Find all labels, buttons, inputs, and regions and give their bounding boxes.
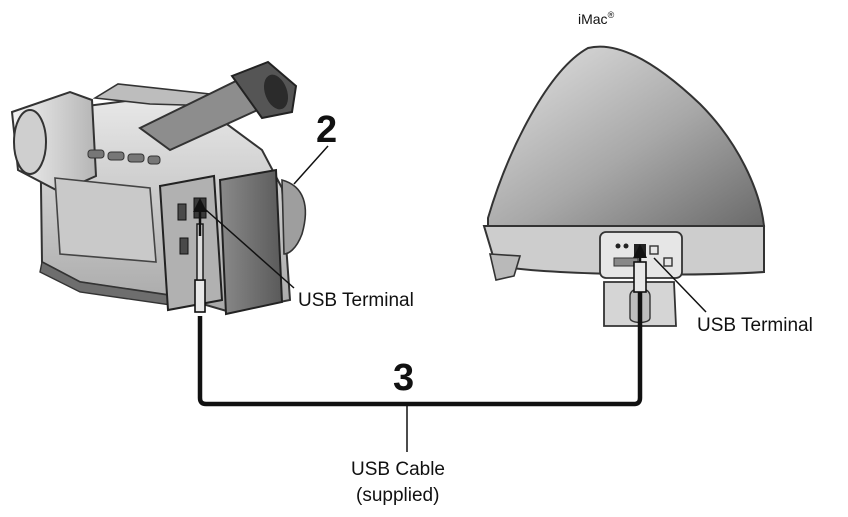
step-3-label: 3 xyxy=(393,357,414,399)
callout-line-camera-terminal xyxy=(205,209,295,289)
registered-mark: ® xyxy=(608,10,615,20)
callout-line-computer-terminal xyxy=(653,257,707,313)
imac-computer xyxy=(482,45,766,327)
port-dot xyxy=(623,243,629,249)
terminal-jack xyxy=(179,237,189,255)
callout-line-step2 xyxy=(293,145,329,185)
usb-plug-camera xyxy=(194,279,206,313)
lens-front xyxy=(13,109,47,175)
usb-cable xyxy=(193,198,647,407)
camcorder-buttons xyxy=(87,149,161,165)
port-small xyxy=(649,245,659,255)
camcorder-battery xyxy=(218,168,284,316)
imac-shell xyxy=(487,45,766,227)
usb-cable-label: USB Cable xyxy=(351,459,445,480)
port-small xyxy=(663,257,673,267)
usb-plug-computer xyxy=(633,261,647,293)
step-2-label: 2 xyxy=(316,109,337,151)
imac-foot xyxy=(488,253,522,281)
camcorder-button xyxy=(87,149,105,159)
usb-cable-line xyxy=(197,266,643,407)
camcorder-button xyxy=(107,151,125,161)
connect-arrowhead-computer xyxy=(633,244,647,258)
camcorder-button xyxy=(127,153,145,163)
port-dot xyxy=(615,243,621,249)
imac-label: iMac® xyxy=(578,10,615,27)
camcorder-side-panel xyxy=(54,177,157,263)
terminal-jack xyxy=(177,203,187,221)
connect-arrowhead-camera xyxy=(193,198,207,212)
camcorder-button xyxy=(147,155,161,165)
grip-strap xyxy=(281,178,307,255)
usb-terminal-camera-label: USB Terminal xyxy=(298,290,414,311)
eyecup-opening xyxy=(263,74,289,110)
usb-terminal-computer-label: USB Terminal xyxy=(697,315,813,336)
terminal-cover xyxy=(158,174,224,312)
camcorder xyxy=(10,60,307,316)
usb-cable-supplied-label: (supplied) xyxy=(356,485,439,506)
callout-lines xyxy=(205,145,707,452)
